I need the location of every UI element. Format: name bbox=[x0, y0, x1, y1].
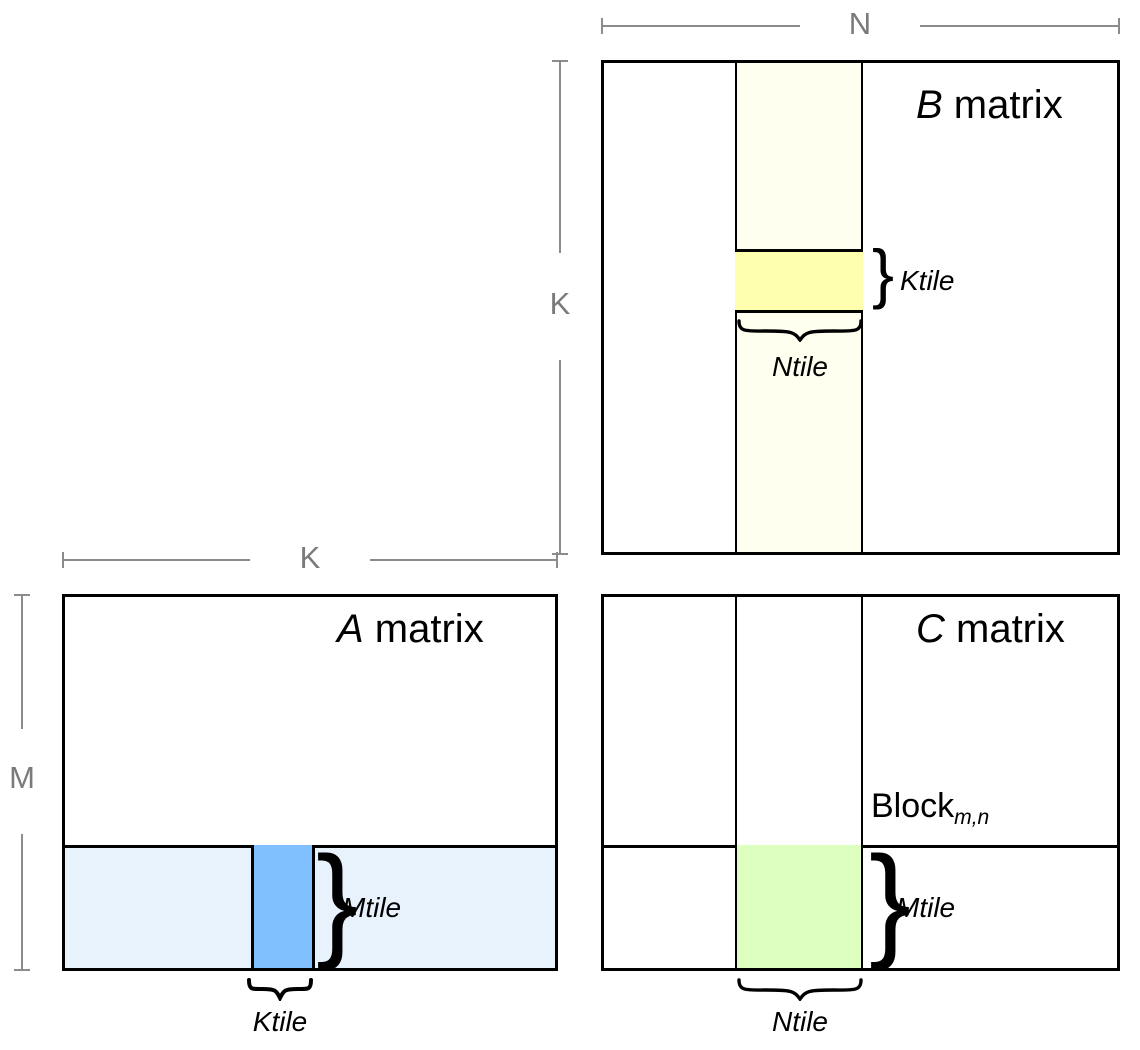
a-mtile-ktile-tile bbox=[251, 845, 315, 968]
dimension-label-m: M bbox=[9, 760, 35, 795]
brace-b-ntile bbox=[737, 319, 863, 342]
dimension-segment-bottom bbox=[559, 360, 561, 553]
dimension-cap-bottom bbox=[552, 553, 568, 555]
matrix-b-title-var: B bbox=[916, 83, 943, 127]
matrix-a: A matrix bbox=[62, 594, 558, 971]
matrix-c-title: C matrix bbox=[916, 609, 1065, 649]
label-c-ntile: Ntile bbox=[771, 1006, 828, 1037]
dimension-segment-right bbox=[370, 559, 556, 561]
brace-c-ntile bbox=[737, 978, 863, 1001]
brace-a-ktile bbox=[247, 978, 313, 1001]
dimension-cap-right bbox=[1118, 18, 1120, 34]
matrix-a-title-var: A bbox=[337, 607, 364, 651]
label-a-mtile: Mtile bbox=[342, 892, 402, 923]
label-c-mtile: Mtile bbox=[896, 892, 956, 923]
brace-a-mtile: } bbox=[316, 830, 359, 971]
dimension-ruler-m: M bbox=[9, 594, 35, 971]
matrix-a-title-rest: matrix bbox=[363, 607, 484, 651]
dimension-cap-right bbox=[556, 552, 558, 568]
label-b-ntile: Ntile bbox=[771, 351, 828, 382]
brace-b-ktile: } bbox=[872, 236, 895, 310]
dimension-cap-bottom bbox=[14, 969, 30, 971]
matrix-a-title: A matrix bbox=[337, 609, 484, 649]
block-label-subscript: m,n bbox=[954, 805, 990, 829]
dimension-segment-left bbox=[63, 559, 250, 561]
matrix-c-title-var: C bbox=[916, 607, 945, 651]
dimension-segment-left bbox=[602, 25, 800, 27]
block-label-base: Block bbox=[871, 787, 955, 825]
matrix-b-title: B matrix bbox=[916, 85, 1063, 125]
b-ktile-ntile-tile bbox=[735, 249, 863, 313]
label-a-ktile: Ktile bbox=[252, 1006, 308, 1037]
c-mtile-ntile-tile bbox=[735, 845, 863, 968]
dimension-ruler-k-horizontal: K bbox=[62, 542, 558, 573]
brace-c-mtile: } bbox=[869, 830, 912, 971]
matrix-b-title-rest: matrix bbox=[942, 83, 1063, 127]
dimension-segment-right bbox=[920, 25, 1119, 27]
c-column-divider-right bbox=[861, 597, 863, 845]
dimension-label-k-horizontal: K bbox=[299, 540, 321, 575]
c-column-divider-left bbox=[735, 597, 737, 968]
matrix-c-title-rest: matrix bbox=[944, 607, 1065, 651]
dimension-ruler-k-vertical: K bbox=[548, 60, 572, 555]
dimension-segment-bottom bbox=[21, 834, 23, 969]
dimension-segment-top bbox=[21, 595, 23, 729]
matrix-c: C matrix Blockm,n bbox=[601, 594, 1120, 971]
dimension-segment-top bbox=[559, 61, 561, 253]
dimension-ruler-n: N bbox=[601, 8, 1120, 39]
label-b-ktile: Ktile bbox=[900, 265, 955, 296]
matrix-b: B matrix bbox=[601, 60, 1120, 555]
dimension-label-k-vertical: K bbox=[549, 286, 571, 321]
label-block-mn: Blockm,n bbox=[871, 787, 989, 828]
dimension-label-n: N bbox=[848, 6, 872, 41]
